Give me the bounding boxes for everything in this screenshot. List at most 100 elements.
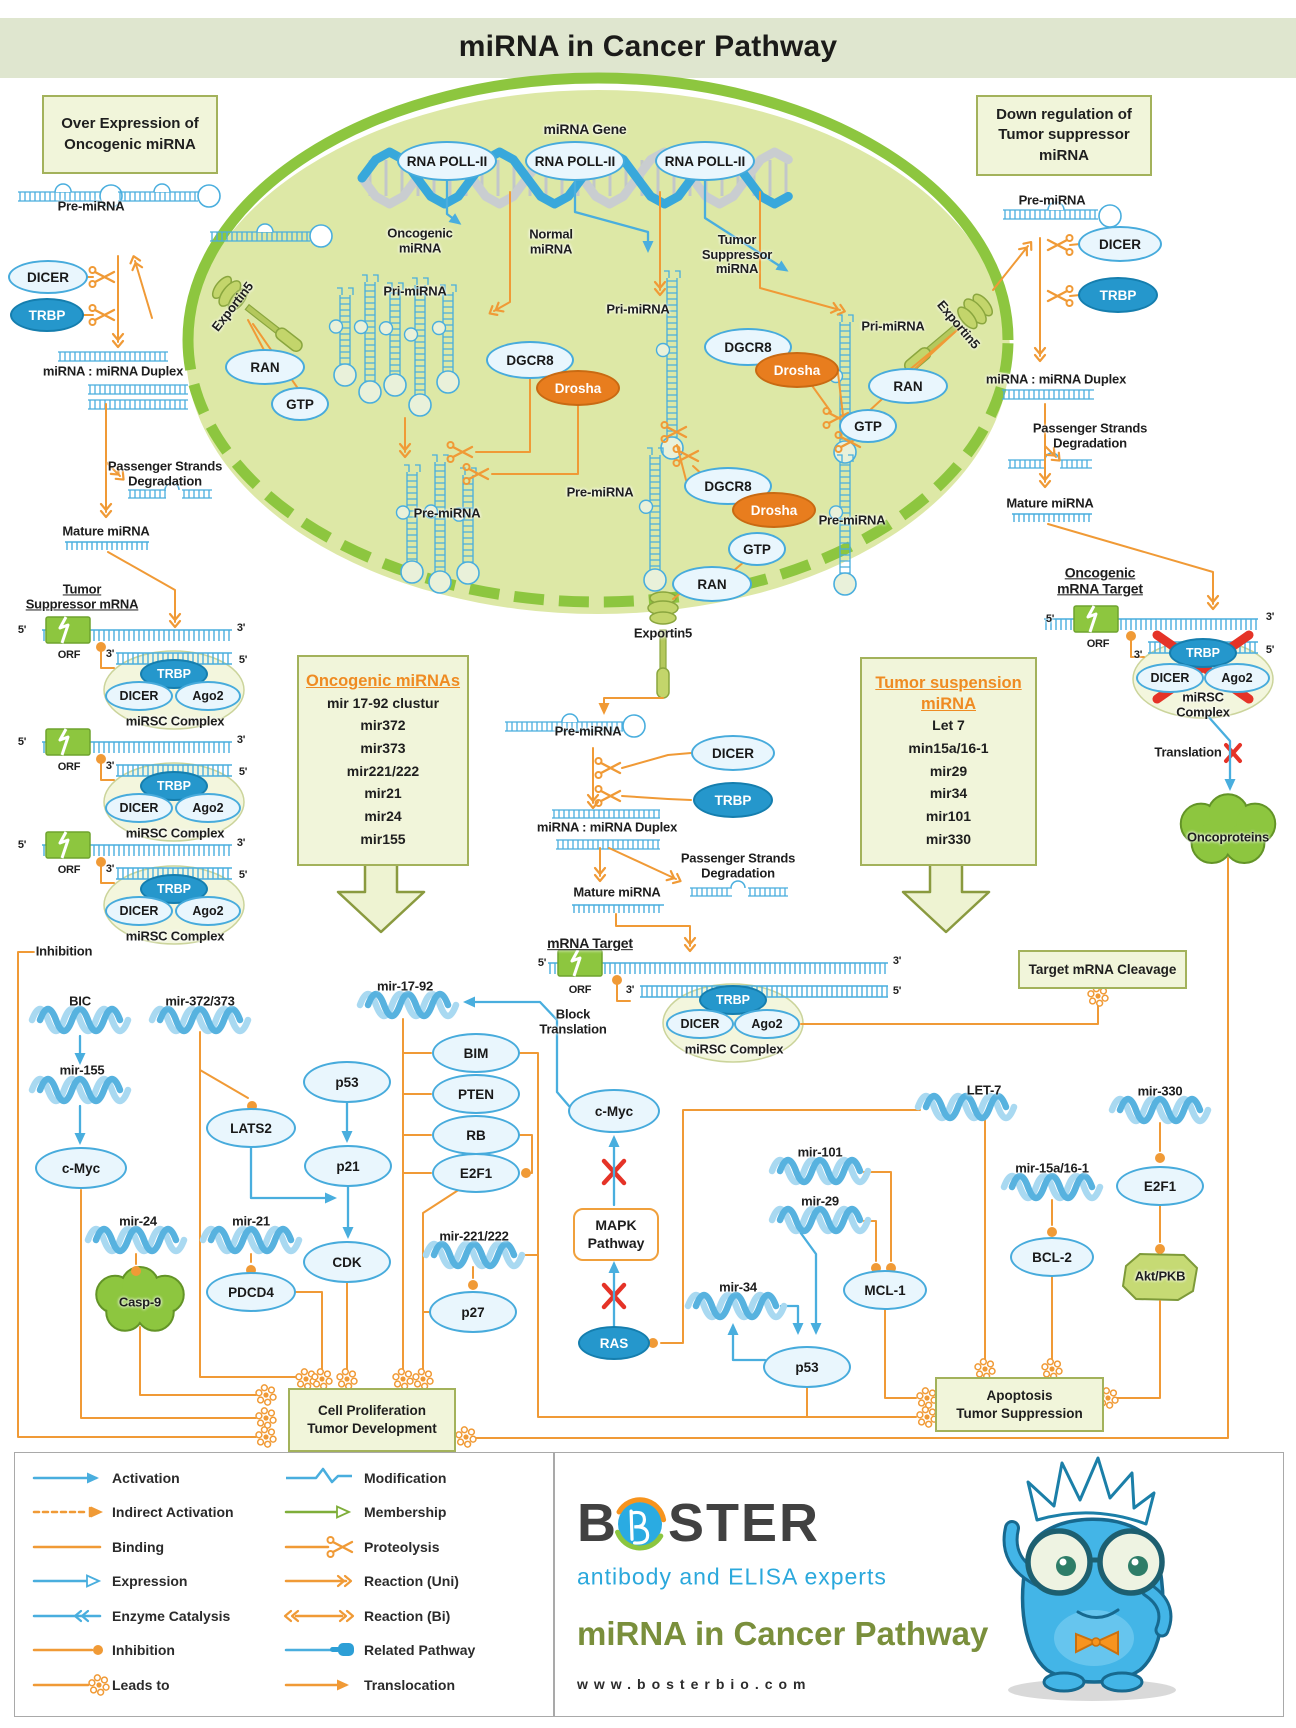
tumor-item: mir34 [929,785,968,802]
onco-item: mir372 [360,717,406,734]
leads-to-icon [255,1426,277,1448]
tumor-item: mir330 [925,830,972,847]
node-dicer-right: DICER [1078,226,1162,262]
exportin5-channel-icon [903,293,994,373]
scissors-icon [672,445,700,467]
p5-uc: 5' [537,956,547,969]
casp9-label: Casp-9 [118,1294,162,1310]
node-p27: p27 [429,1291,517,1333]
page-title: miRNA in Cancer Pathway [458,30,838,63]
block-arrow-down-icon [901,860,991,934]
cell-proliferation-box: Cell Proliferation Tumor Development [288,1388,456,1452]
node-drosha-3: Drosha [732,492,816,528]
leads-to-icon [311,1368,333,1390]
legend-leads-to: Leads to [112,1677,170,1693]
node-bim: BIM [432,1033,520,1073]
boster-mascot [1002,1456,1176,1701]
normal-mirna-label: Normal miRNA [529,226,573,256]
mirna-wave-icon [356,990,460,1020]
mirna-wave-icon [768,1205,872,1235]
tumor-item: mir101 [925,808,972,825]
onco-item: mir 17-92 clustur [326,694,440,711]
node-dicer-center: DICER [691,735,775,771]
onco-item: mir21 [364,785,402,802]
node-trbp-left: TRBP [10,298,84,332]
tumor-suspension-title: Tumor suspension miRNA [875,674,1022,713]
p5b-ur: 5' [1265,643,1275,656]
node-rna-poll-3: RNA POLL-II [655,141,755,181]
pre-mirna-label-nucleus-left: Pre-miRNA [413,505,481,521]
orf-block [45,831,91,859]
node-trbp-right: TRBP [1078,277,1158,313]
node-ago2-u2: Ago2 [175,793,241,823]
legend-binding: Binding [112,1539,165,1555]
node-bcl2: BCL-2 [1010,1237,1094,1277]
pre-mirna-label-nucleus-right: Pre-miRNA [818,512,886,528]
legend-membership: Membership [364,1504,447,1520]
p3-u1: 3' [236,621,246,634]
mirna-wave-icon [28,1005,132,1035]
leads-to-icon [255,1407,277,1429]
mirna-gene-label: miRNA Gene [543,121,627,138]
node-dicer-left: DICER [8,260,88,294]
node-ran-1: RAN [225,349,305,385]
p3b-u1: 3' [105,647,115,660]
akt-pkb-shape [1121,1252,1199,1302]
legend-expression: Expression [112,1573,188,1589]
passenger-label-left: Passenger Strands Degradation [107,458,223,488]
leads-to-icon [392,1368,414,1390]
akt-pkb-label: Akt/PKB [1134,1268,1186,1284]
let7-label: LET-7 [966,1082,1002,1098]
mirsc-u3: miRSC Complex [125,928,225,944]
block-arrow-down-icon [336,860,426,934]
mirsc-ur: miRSC Complex [1176,689,1230,719]
node-ago2-ur: Ago2 [1204,663,1270,693]
oncoproteins-label: Oncoproteins [1186,829,1270,845]
onco-item: mir221/222 [346,762,420,779]
leads-to-icon [916,1406,938,1428]
pre-mirna-label-right: Pre-miRNA [1018,192,1086,208]
mir1792-label: mir-17-92 [376,978,434,994]
node-rna-poll-1: RNA POLL-II [397,141,497,181]
p3-u3: 3' [236,836,246,849]
p3b-u3: 3' [105,862,115,875]
mir34-label: mir-34 [719,1279,757,1295]
mature-label-left: Mature miRNA [62,523,150,539]
mirna-wave-icon [1000,1172,1104,1202]
node-cmyc-left: c-Myc [35,1147,127,1189]
mirna-wave-icon [684,1291,788,1321]
passenger-label-right: Passenger Strands Degradation [1032,420,1148,450]
node-mcl1: MCL-1 [843,1270,927,1310]
inhibition-label: Inhibition [35,943,93,959]
p3b-ur: 3' [1133,648,1143,661]
mascot-bowtie [1075,1632,1099,1654]
node-cdk: CDK [303,1241,391,1283]
p3-uc: 3' [892,954,902,967]
mature-label-center: Mature miRNA [573,884,661,900]
legend-translocation: Translocation [364,1677,456,1693]
legend-reaction-bi: Reaction (Bi) [364,1608,451,1624]
scissors-icon [1046,234,1074,256]
mirna-wave-icon [28,1075,132,1105]
orf-block [45,728,91,756]
p3-u2: 3' [236,733,246,746]
legend-activation: Activation [112,1470,180,1486]
oncogenic-mrna-target-label: Oncogenic mRNA Target [1057,564,1143,596]
scissors-icon [594,785,622,807]
p5b-u1: 5' [238,653,248,666]
node-e2f1-right: E2F1 [1116,1166,1204,1206]
legend-box [14,1452,555,1717]
node-pdcd4: PDCD4 [206,1272,296,1312]
mirsc-uc: miRSC Complex [684,1041,784,1057]
p3-ur: 3' [1265,610,1275,623]
p5-ur: 5' [1045,612,1055,625]
boster-brand-ster: STER [668,1493,821,1553]
node-cmyc-center: c-Myc [568,1089,660,1133]
pri-mirna-label-3: Pri-miRNA [861,318,925,334]
node-pten: PTEN [432,1074,520,1114]
scissors-icon [660,421,688,443]
node-ago2-u3: Ago2 [175,896,241,926]
boster-url: www.bosterbio.com [577,1676,812,1692]
legend-inhibition: Inhibition [112,1642,175,1658]
header-band [0,18,1296,78]
